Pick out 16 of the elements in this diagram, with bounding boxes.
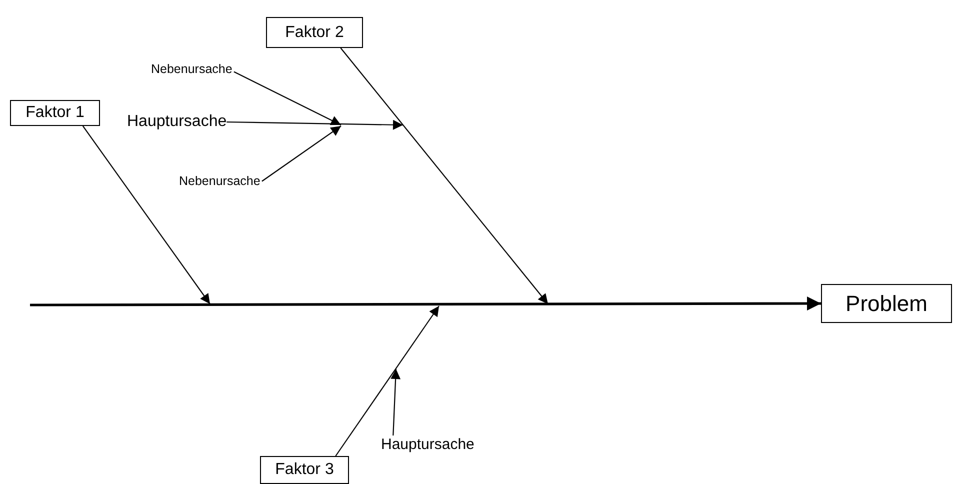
arrow	[335, 306, 440, 456]
arrow	[340, 48, 548, 304]
arrow	[82, 126, 210, 304]
cause-label: Nebenursache	[179, 175, 260, 188]
spine-arrow	[30, 296, 821, 311]
factor-box: Faktor 1	[10, 100, 100, 126]
arrow	[390, 368, 401, 436]
cause-label: Hauptursache	[381, 437, 474, 452]
arrow	[262, 126, 342, 182]
cause-label: Hauptursache	[127, 114, 227, 130]
cause-label: Nebenursache	[151, 63, 232, 76]
factor-box: Faktor 2	[266, 17, 363, 48]
arrow	[226, 120, 403, 130]
factor-box: Faktor 3	[260, 456, 349, 484]
arrow	[234, 71, 342, 126]
problem-box: Problem	[821, 284, 952, 323]
